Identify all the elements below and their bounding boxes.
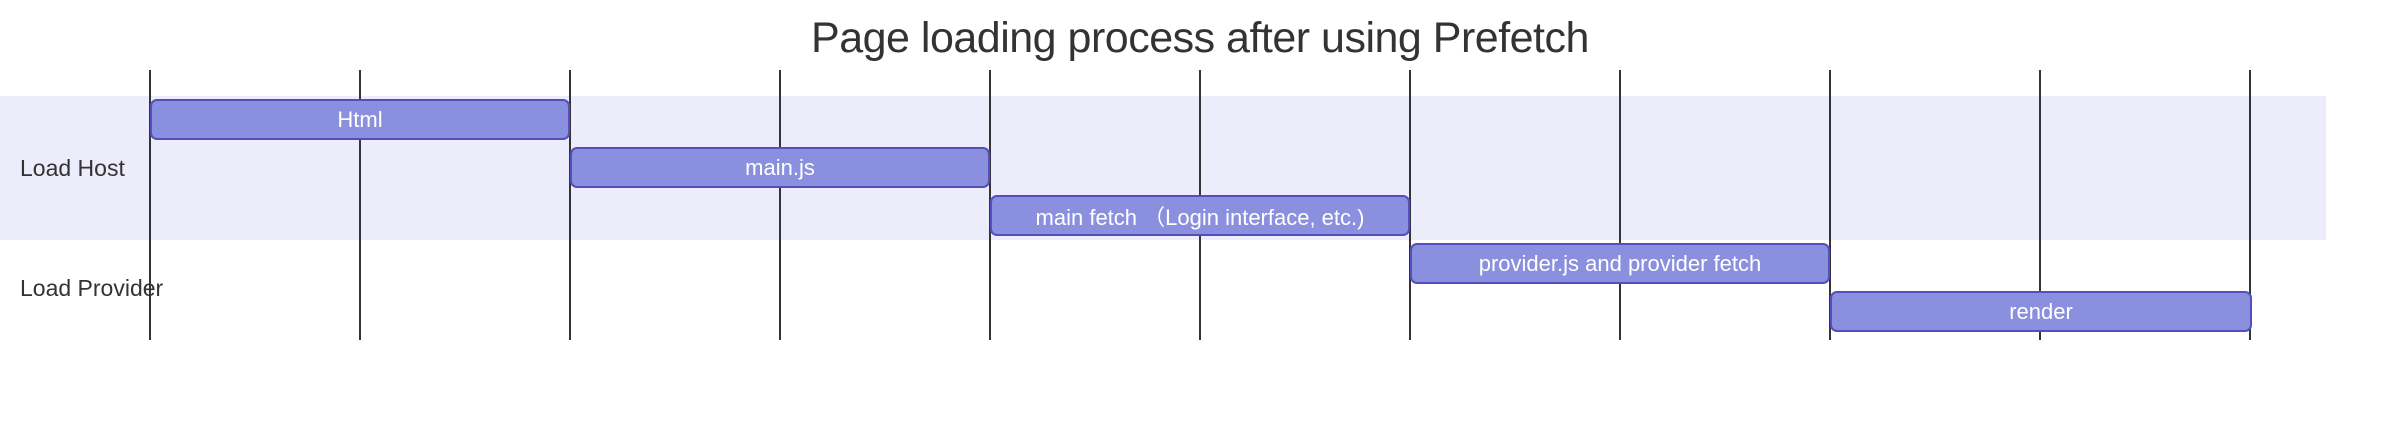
grid-line xyxy=(359,70,361,340)
task-bar-render: render xyxy=(1830,291,2252,332)
task-bar-provider-js-and-fetch: provider.js and provider fetch xyxy=(1410,243,1830,284)
grid-line xyxy=(1619,70,1621,340)
grid-line xyxy=(2249,70,2251,340)
task-bar-main-fetch: main fetch （Login interface, etc.) xyxy=(990,195,1410,236)
grid-line xyxy=(1829,70,1831,340)
grid-line xyxy=(569,70,571,340)
section-label-load-provider: Load Provider xyxy=(20,275,164,301)
grid-line xyxy=(1409,70,1411,340)
section-label-load-host: Load Host xyxy=(20,155,125,181)
task-bar-html: Html xyxy=(150,99,570,140)
task-bar-mainjs: main.js xyxy=(570,147,990,188)
chart-title: Page loading process after using Prefetc… xyxy=(811,14,1589,62)
grid-line xyxy=(149,70,151,340)
grid-line xyxy=(2039,70,2041,340)
grid-line xyxy=(779,70,781,340)
